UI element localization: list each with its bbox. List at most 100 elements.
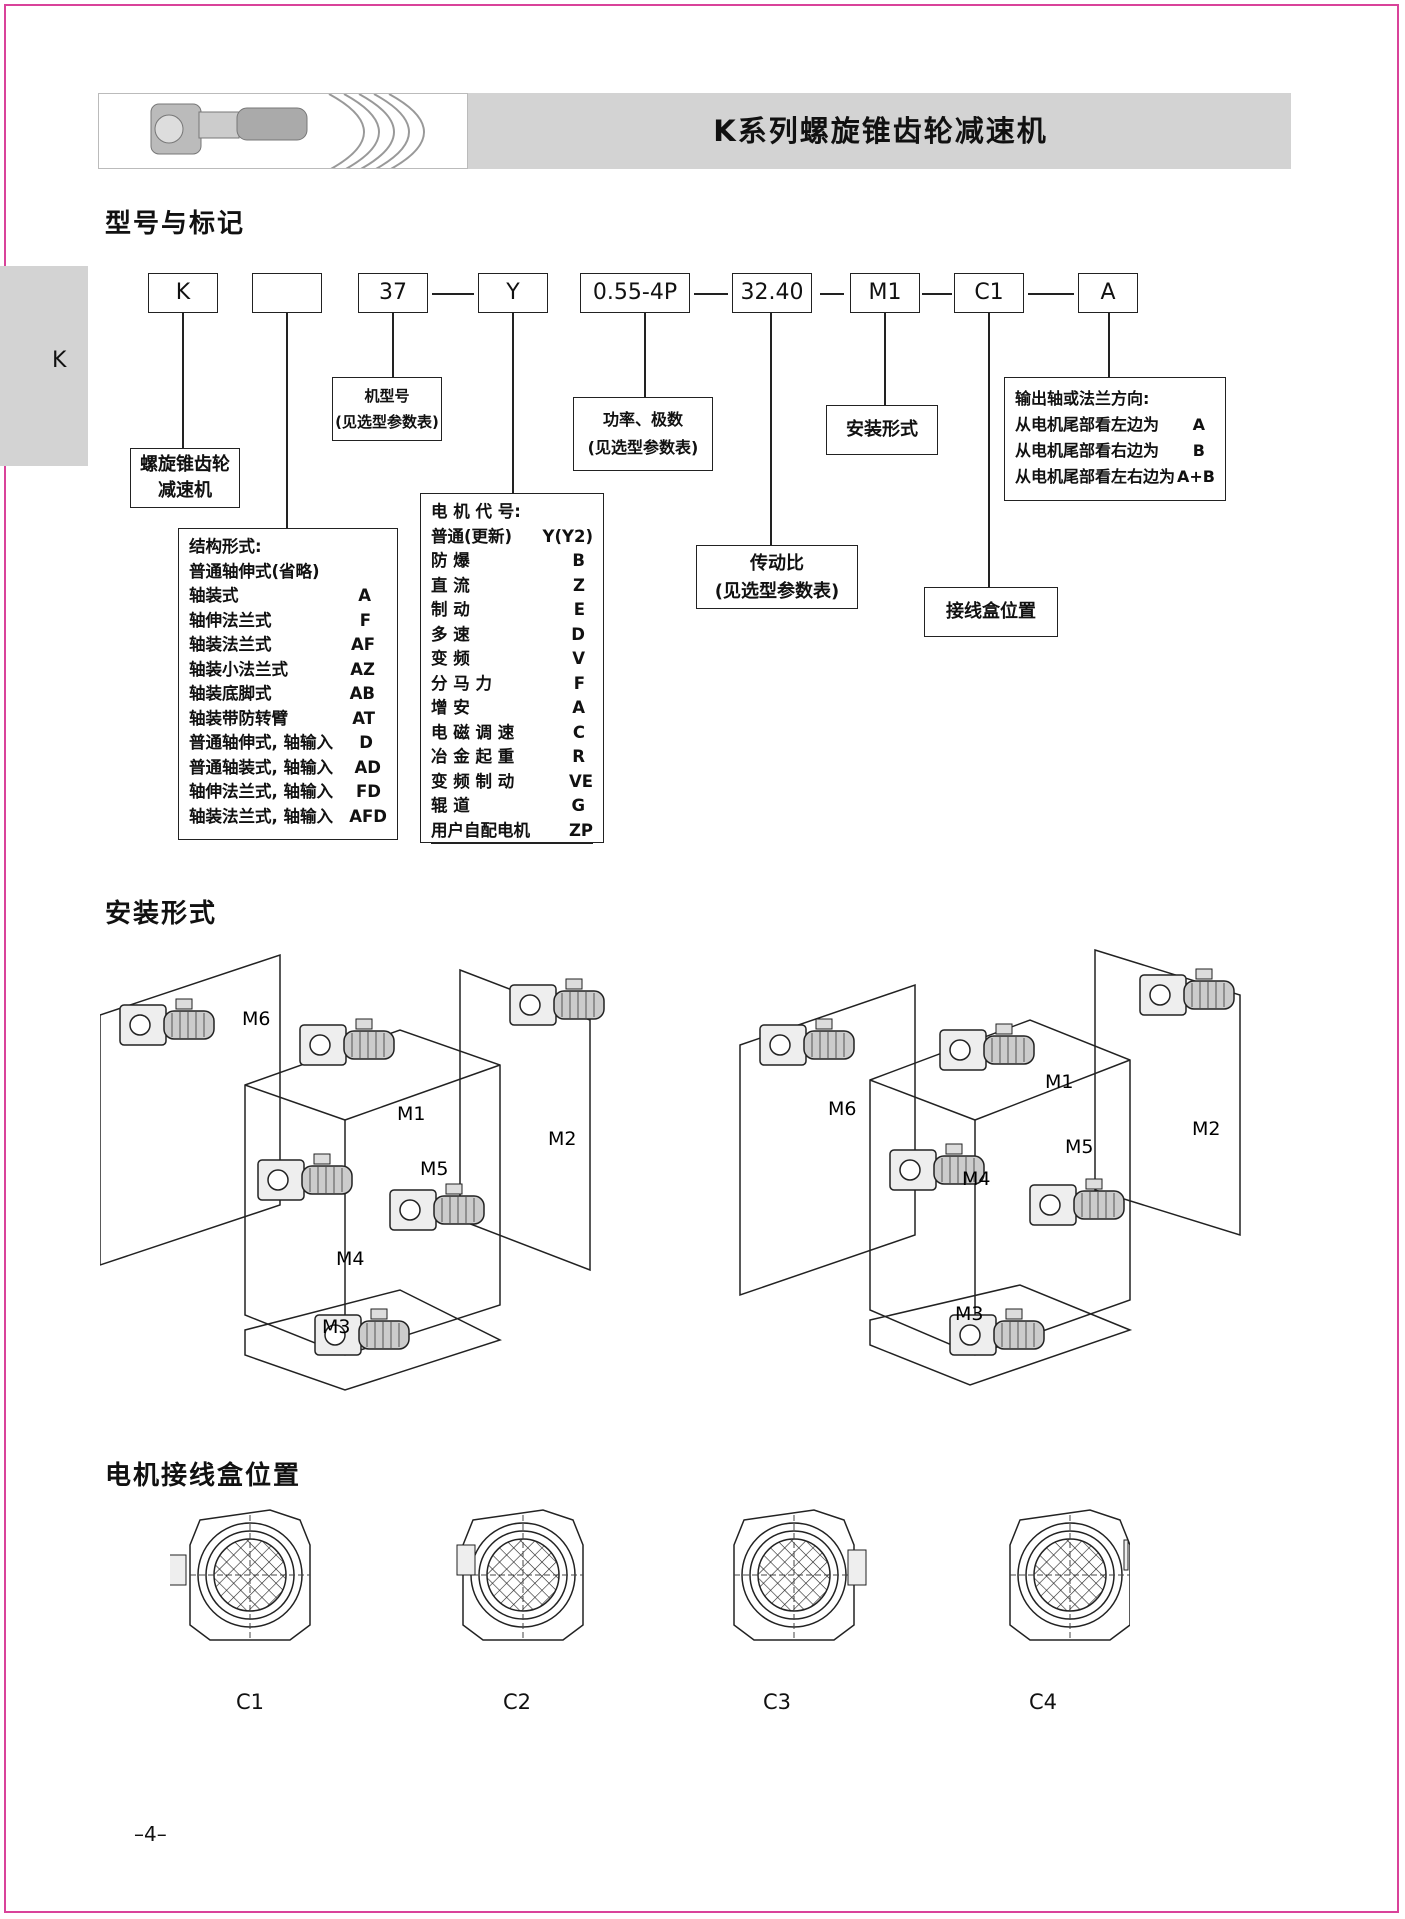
- leader: [512, 313, 514, 493]
- dash: [432, 293, 474, 295]
- label-m3-right: M3: [955, 1303, 983, 1325]
- motor-m6-left: [119, 998, 215, 1046]
- leader: [770, 313, 772, 545]
- desc-ratio: 传动比 (见选型参数表): [696, 545, 858, 609]
- label-m3-left: M3: [322, 1316, 350, 1338]
- label-m6-left: M6: [242, 1008, 270, 1030]
- desc-ratio-line1: 传动比: [750, 553, 804, 574]
- desc-output-title: 输出轴或法兰方向:: [1015, 389, 1150, 408]
- terminal-c4-diagram: [1009, 1509, 1130, 1641]
- side-tab: K: [0, 266, 88, 466]
- dash: [1028, 293, 1074, 295]
- label-m4-left: M4: [336, 1248, 364, 1270]
- desc-power: 功率、极数 (见选型参数表): [573, 397, 713, 471]
- structure-row: 普通轴伸式(省略): [189, 561, 320, 581]
- terminal-caption-c4: C4: [1028, 1690, 1058, 1714]
- leader: [392, 313, 394, 377]
- code-box-motor: Y: [478, 273, 548, 313]
- terminal-caption-c2: C2: [502, 1690, 532, 1714]
- motor-m2-left: [509, 978, 605, 1026]
- leader: [644, 313, 646, 397]
- desc-power-line1: 功率、极数: [602, 410, 683, 429]
- leader: [884, 313, 886, 405]
- dash: [922, 293, 952, 295]
- label-m1-left: M1: [397, 1103, 425, 1125]
- terminal-c2-diagram: [456, 1509, 584, 1641]
- terminal-caption-c3: C3: [762, 1690, 792, 1714]
- code-box-ratio: 32.40: [732, 273, 812, 313]
- page-number: –4–: [134, 1822, 167, 1846]
- desc-series-line2: 减速机: [158, 480, 212, 501]
- section-mounting-heading: 安装形式: [105, 899, 218, 929]
- leader: [1108, 313, 1110, 377]
- mounting-diagrams: M6 M1 M2 M5 M4 M3 M6 M1 M2 M5 M4 M3: [100, 948, 1241, 1391]
- motor-title: 电 机 代 号:: [431, 502, 521, 521]
- terminal-c1-diagram: [170, 1509, 311, 1641]
- leader: [988, 313, 990, 587]
- terminal-box-diagrams: [170, 1509, 1130, 1641]
- label-m2-right: M2: [1192, 1118, 1220, 1140]
- code-box-frame: 37: [358, 273, 428, 313]
- desc-ratio-line2: (见选型参数表): [714, 581, 840, 602]
- motor-m6-right: [759, 1018, 855, 1066]
- leader: [182, 313, 184, 448]
- desc-frame: 机型号 (见选型参数表): [332, 377, 442, 441]
- desc-series-line1: 螺旋锥齿轮: [140, 454, 230, 475]
- page-title: K系列螺旋锥齿轮减速机: [713, 114, 1048, 148]
- leader: [286, 313, 288, 528]
- desc-power-line2: (见选型参数表): [587, 438, 699, 457]
- label-m4-right: M4: [962, 1168, 990, 1190]
- motor-row: 普通(更新)Y(Y2): [431, 526, 593, 546]
- section-model-heading: 型号与标记: [105, 209, 246, 239]
- code-box-structure: [252, 273, 322, 313]
- page-frame: [4, 4, 1399, 1913]
- desc-terminal: 接线盒位置: [924, 587, 1058, 637]
- gear-motor-photo: [98, 93, 468, 169]
- dash: [694, 293, 728, 295]
- code-box-terminal: C1: [954, 273, 1024, 313]
- desc-frame-line1: 机型号: [364, 387, 410, 405]
- label-m5-left: M5: [420, 1158, 448, 1180]
- code-box-mounting: M1: [850, 273, 920, 313]
- desc-series: 螺旋锥齿轮 减速机: [130, 448, 240, 508]
- dash: [820, 293, 844, 295]
- section-terminal-heading: 电机接线盒位置: [105, 1461, 302, 1491]
- desc-mounting: 安装形式: [826, 405, 938, 455]
- label-m6-right: M6: [828, 1098, 856, 1120]
- label-m5-right: M5: [1065, 1136, 1093, 1158]
- label-m1-right: M1: [1045, 1071, 1073, 1093]
- code-box-series: K: [148, 273, 218, 313]
- code-box-power: 0.55-4P: [580, 273, 690, 313]
- code-box-output: A: [1078, 273, 1138, 313]
- side-tab-label: K: [52, 348, 67, 373]
- terminal-caption-c1: C1: [235, 1690, 265, 1714]
